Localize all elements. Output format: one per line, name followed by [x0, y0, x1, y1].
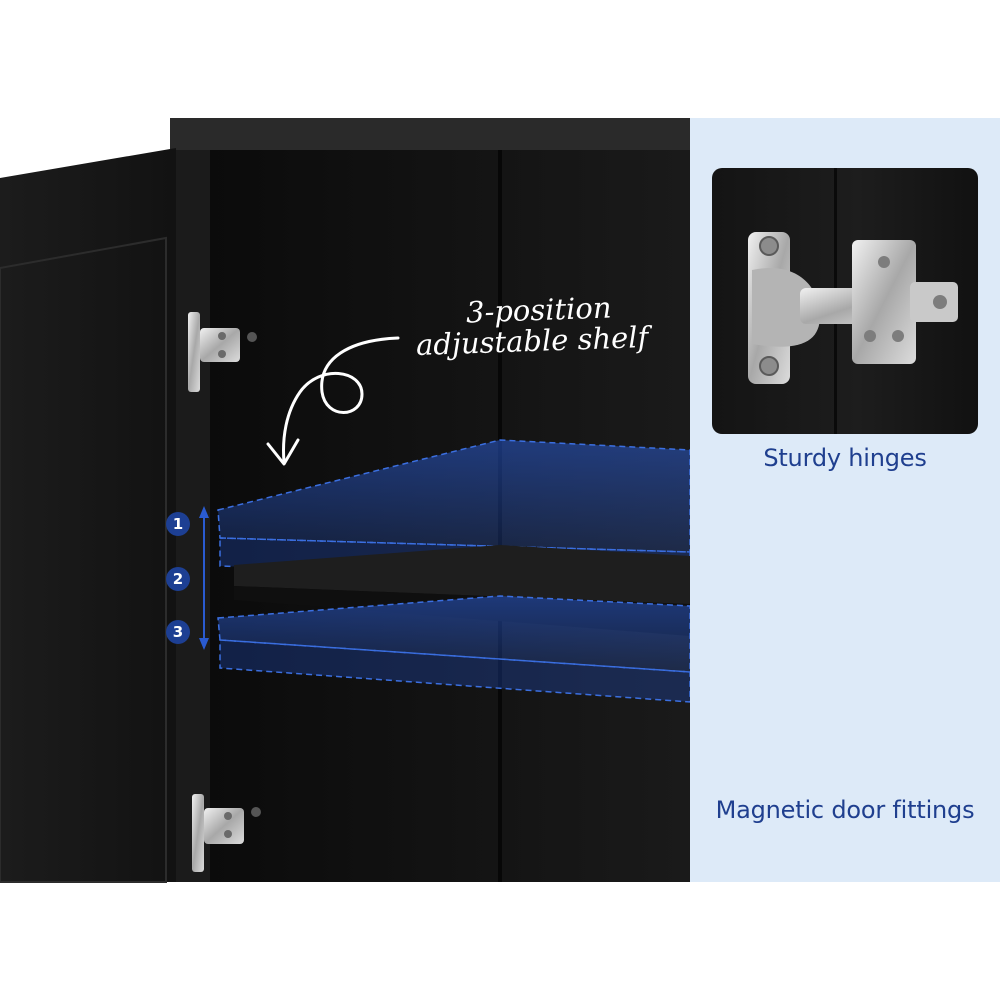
- shelf-position-badge: 1: [166, 512, 190, 536]
- cabinet-door: [0, 148, 176, 883]
- door-panel: [0, 148, 176, 882]
- shelf-position-badge: 3: [166, 620, 190, 644]
- hinge-screw: [224, 830, 232, 838]
- shelf-surface: [234, 545, 690, 604]
- shelf-position-3-ghost: [217, 595, 691, 703]
- door-hinge-top: [188, 312, 257, 392]
- feature-hinges-photo: [712, 168, 978, 434]
- hinge-arm: [200, 328, 240, 362]
- hinge-screw: [218, 350, 226, 358]
- feature-caption-hinges: Sturdy hinges: [763, 444, 927, 472]
- door-inset-frame: [0, 236, 167, 883]
- hinge-screw: [247, 332, 257, 342]
- hinge-screw: [224, 812, 232, 820]
- hinge-plate: [192, 794, 204, 872]
- cabinet-top-panel: [170, 118, 690, 152]
- feature-caption-magnet: Magnetic door fittings: [715, 796, 975, 824]
- hinge-screw: [218, 332, 226, 340]
- hinge-plate: [188, 312, 200, 392]
- adjust-arrow: [199, 506, 209, 650]
- hinge-screw: [251, 807, 261, 817]
- shelf-ghost-surface: [217, 595, 691, 673]
- hinge-arm: [204, 808, 244, 844]
- shelf-position-badge: 2: [166, 567, 190, 591]
- door-hinge-bottom: [192, 794, 261, 872]
- curly-arrow-icon: [266, 336, 400, 466]
